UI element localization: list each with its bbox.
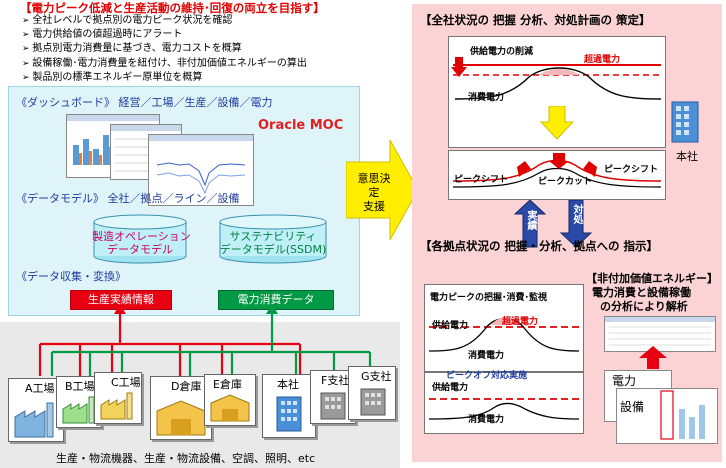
manufacturing-db-label: 製造オペレーション データモデル [92, 230, 191, 256]
site-card-c-factory: C工場 [94, 372, 142, 424]
red-up-arrow [639, 346, 667, 369]
equipment-label: 設備 [620, 400, 645, 414]
decision-support-arrow [346, 140, 419, 240]
dashboard-header: 《ダッシュボード》 経営／工場／生産／設備／電力 [16, 96, 273, 109]
office-building-icon [320, 392, 346, 420]
office-building-icon [360, 388, 386, 416]
response-down-arrow [560, 200, 592, 248]
chart4-consumption-label: 消費電力 [468, 415, 505, 425]
supply-cut-label: 供給電力の削減 [470, 47, 534, 57]
site-label: A工場 [25, 382, 55, 395]
site-label: C工場 [111, 376, 141, 389]
bullet-item: 全社レベルで拠点別の電力ピーク状況を確認 [22, 14, 307, 28]
production-results-box: 生産実績情報 [70, 290, 172, 310]
down-arrow [540, 106, 574, 140]
site-peak-off-chart [424, 372, 584, 434]
sustainability-db-label: サステナビリティ データモデル(SSDM) [219, 230, 327, 256]
bullet-item: 拠点別電力消費量に基づき、電力コストを概算 [22, 42, 307, 56]
warehouse-icon [210, 394, 250, 422]
site-card-headquarters: 本社 [262, 374, 316, 438]
site-label: F支社 [321, 374, 350, 387]
equipment-caption: 生産・物流機器、生産・物流設備、空調、照明、etc [56, 452, 316, 465]
office-building-icon [276, 396, 302, 432]
table-thumbnail [605, 317, 715, 346]
results-up-arrow [514, 200, 546, 248]
site-card-d-warehouse: D倉庫 [150, 376, 212, 440]
consumption-label: 消費電力 [468, 93, 505, 103]
peak-cut-label: ピークカット [538, 177, 593, 187]
dashboard-screen-3 [148, 134, 254, 206]
factory-icon [14, 402, 54, 438]
equipment-chart-thumbnail [660, 390, 705, 440]
power-curve-diagram [451, 57, 662, 100]
bullet-item: 電力供給値の値超過時にアラート [22, 28, 307, 42]
response-label: 対処 [571, 204, 582, 224]
analysis-table-screen [604, 316, 716, 352]
nva-header: 【非付加価値エネルギー】 [586, 272, 718, 285]
decision-support-label: 意思決定 支援 [357, 172, 391, 213]
sustainability-db-cylinder [219, 214, 327, 264]
chart3-excess-label: 超過電力 [502, 317, 539, 327]
peak-shift-diagram [452, 153, 662, 188]
bullet-item: 製品別の標準エネルギー原単位を概算 [22, 71, 307, 85]
headquarters-label: 本社 [676, 150, 698, 163]
bullet-list: 全社レベルで拠点別の電力ピーク状況を確認 電力供給値の値超過時にアラート 拠点別… [22, 14, 307, 85]
power-consumption-box: 電力消費データ [218, 290, 334, 310]
factory-icon [62, 396, 95, 424]
line-chart-thumbnail [149, 135, 253, 195]
site-card-a-factory: A工場 [8, 378, 64, 442]
excess-power-label: 超過電力 [584, 55, 621, 65]
site-card-g-branch: G支社 [348, 366, 396, 420]
site-peak-off-curve [428, 398, 580, 420]
site-label: G支社 [361, 370, 392, 383]
power-label: 電力 [612, 374, 637, 388]
site-analysis-header: 【各拠点状況の 把握・分析、拠点への 指示】 [420, 239, 659, 253]
site-peak-monitor-chart [424, 284, 584, 372]
bullet-item: 設備稼働･電力消費量を紐付け、非付加価値エネルギーの算出 [22, 57, 307, 71]
site-label: D倉庫 [171, 380, 202, 393]
company-analysis-header: 【全社状況の 把握 分析、対処計画の 策定】 [420, 13, 651, 27]
collect-header: 《データ収集・変換》 [16, 270, 126, 283]
peak-shift-left-label: ピークシフト [454, 175, 509, 185]
site-power-curve [428, 317, 580, 352]
peak-shift-right-label: ピークシフト [604, 165, 659, 175]
datamodel-header: 《データモデル》 全社／拠点／ライン／設備 [16, 192, 240, 205]
warehouse-icon [156, 400, 206, 436]
chart4-title: ピークオフ対応実施 [446, 371, 528, 381]
nva-line1: 電力消費と設備稼働 [592, 286, 691, 299]
equipment-screen [616, 388, 718, 444]
chart4-supply-label: 供給電力 [432, 383, 469, 393]
factory-icon [100, 392, 133, 420]
oracle-moc-label: Oracle MOC [258, 118, 344, 133]
chart3-title: 電力ピークの把握･消費･監視 [430, 293, 548, 303]
nva-line2: の分析により解析 [600, 300, 688, 313]
peak-strategy-chart [448, 150, 666, 200]
manufacturing-db-cylinder [93, 214, 187, 264]
main-title: 【電力ピーク低減と生産活動の維持･回復の両立を目指す】 [20, 1, 325, 15]
chart3-consumption-label: 消費電力 [468, 351, 505, 361]
site-label: B工場 [65, 380, 95, 393]
chart3-supply-label: 供給電力 [432, 321, 469, 331]
site-label: E倉庫 [213, 378, 242, 391]
site-card-e-warehouse: E倉庫 [204, 374, 256, 426]
headquarters-building-icon [671, 101, 699, 143]
results-label: 実績 [525, 210, 536, 230]
site-label: 本社 [277, 378, 299, 391]
